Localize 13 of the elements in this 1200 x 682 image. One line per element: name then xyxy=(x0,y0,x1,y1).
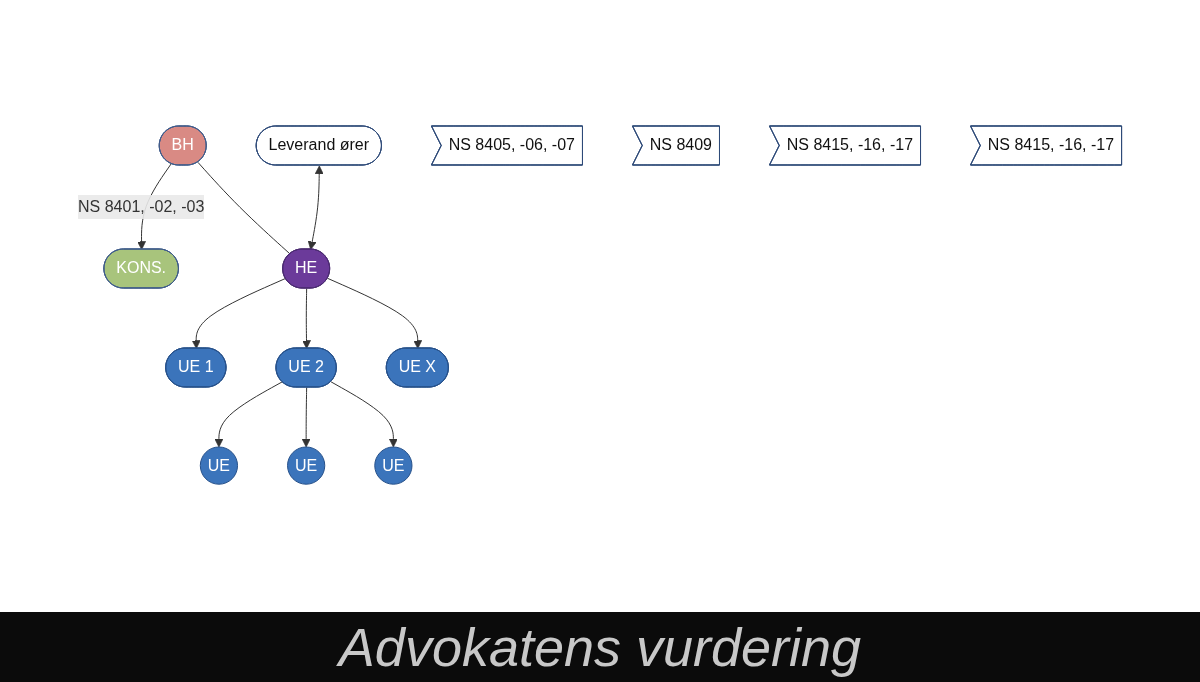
arrow xyxy=(327,277,423,349)
edge-label: NS 8401, -02, -03 xyxy=(78,197,205,215)
node-circle: UE xyxy=(287,446,326,485)
arrow xyxy=(330,381,398,448)
node-circle: UE xyxy=(200,446,239,485)
arrow xyxy=(302,287,312,349)
title-banner: Advokatens vurdering xyxy=(0,612,1200,682)
arrow xyxy=(301,386,311,448)
arrow xyxy=(214,381,283,448)
node-circle: UE xyxy=(374,446,413,485)
connector xyxy=(197,161,291,255)
arrow xyxy=(192,277,287,349)
arrow xyxy=(308,165,324,250)
